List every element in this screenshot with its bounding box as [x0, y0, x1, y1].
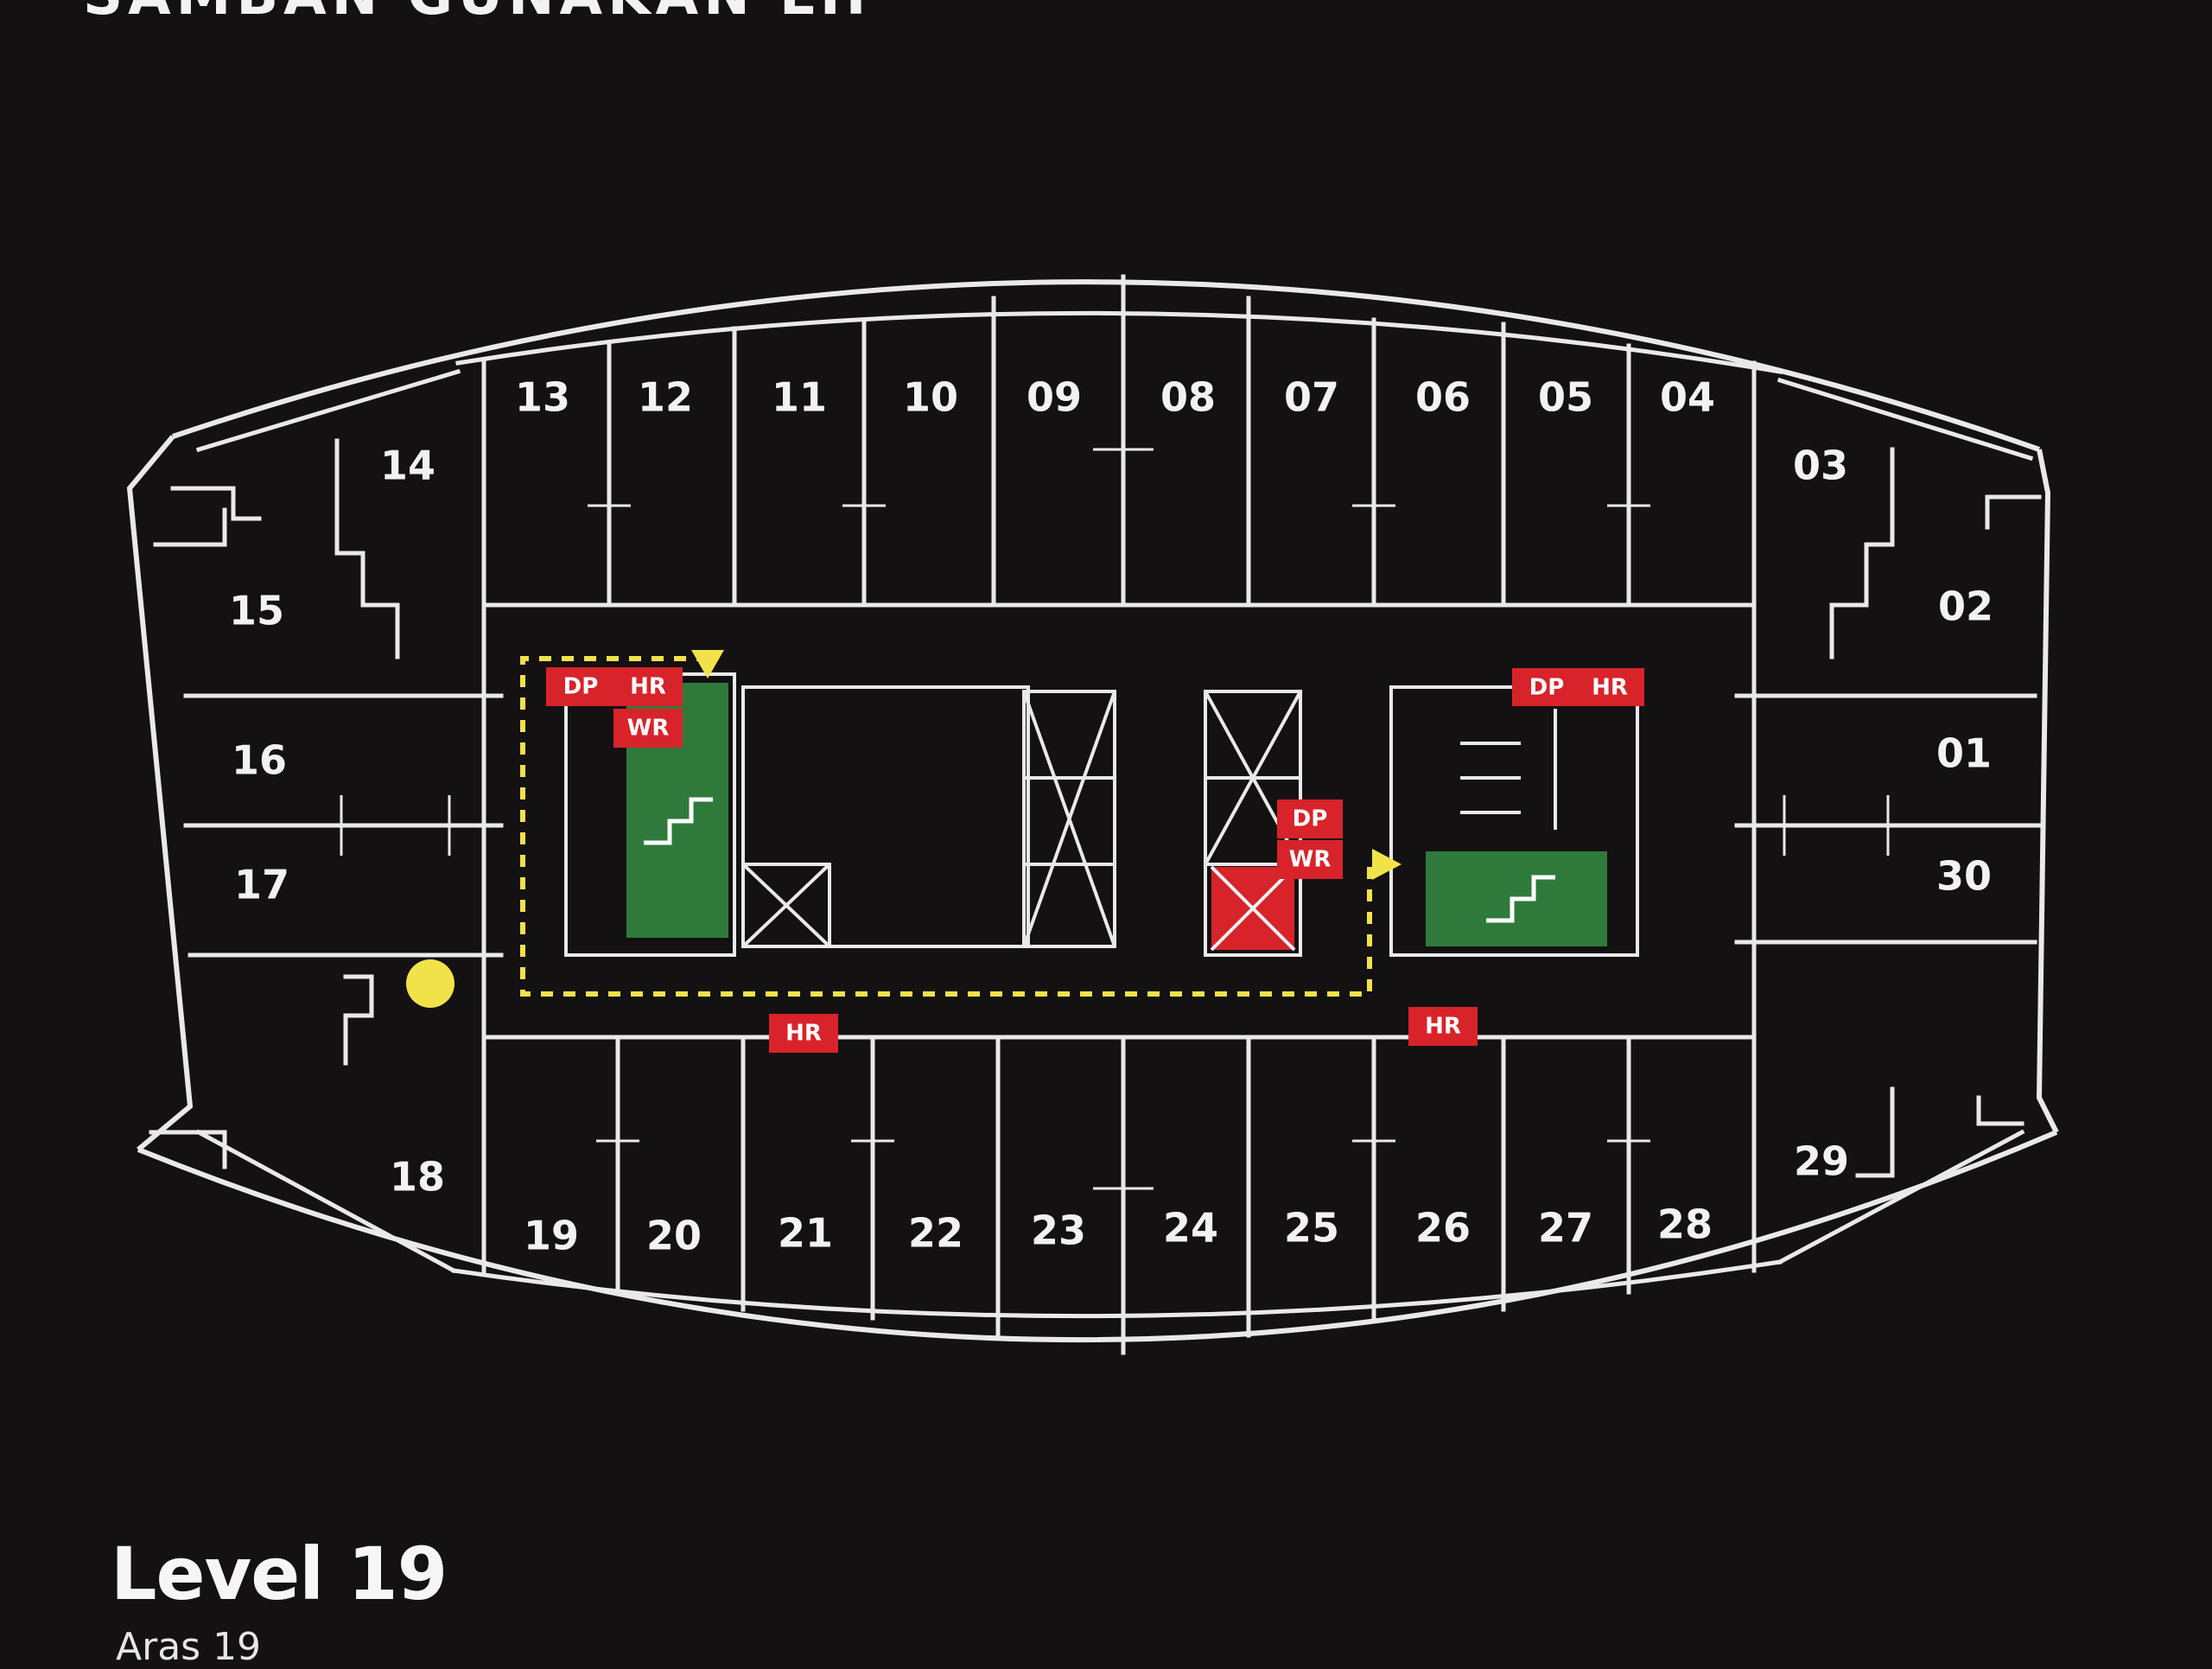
svg-text:WR: WR [627, 716, 670, 742]
you-are-here-icon [406, 959, 454, 1008]
room-18: 18 [390, 1154, 445, 1201]
room-30: 30 [1936, 853, 1992, 900]
svg-text:HR: HR [630, 674, 666, 700]
room-11: 11 [772, 374, 827, 421]
arrow-icon [691, 650, 724, 678]
svg-text:DP: DP [563, 674, 599, 700]
building-outline [126, 279, 2059, 1343]
room-23: 23 [1031, 1207, 1086, 1254]
room-05: 05 [1538, 374, 1593, 421]
room-04: 04 [1660, 374, 1715, 421]
tag-wr-lift: WR [1277, 840, 1343, 879]
room-19: 19 [524, 1213, 579, 1259]
header-title: SAMBAN GUNAKAN LIF [83, 0, 888, 28]
room-17: 17 [234, 862, 289, 908]
svg-text:HR: HR [1425, 1014, 1461, 1040]
tag-hr-south-east: HR [1408, 1007, 1478, 1046]
svg-text:DP: DP [1293, 806, 1328, 832]
room-21: 21 [778, 1210, 833, 1257]
room-03: 03 [1793, 443, 1848, 489]
room-07: 07 [1284, 374, 1339, 421]
room-25: 25 [1284, 1205, 1339, 1252]
room-14: 14 [380, 443, 435, 489]
tag-hr-west: HR [613, 667, 683, 706]
svg-text:WR: WR [1289, 847, 1332, 873]
svg-text:HR: HR [1592, 675, 1628, 701]
room-27: 27 [1538, 1205, 1593, 1252]
tag-dp-lift: DP [1277, 799, 1343, 838]
room-01: 01 [1936, 730, 1992, 777]
arrow-icon [1372, 849, 1402, 880]
tag-wr-west: WR [613, 709, 683, 748]
room-12: 12 [638, 374, 693, 421]
central-core [564, 672, 1639, 957]
evacuation-route [406, 650, 1402, 1008]
svg-text:DP: DP [1529, 675, 1565, 701]
room-06: 06 [1415, 374, 1471, 421]
room-20: 20 [646, 1213, 702, 1259]
left-wing [183, 438, 504, 1066]
room-22: 22 [908, 1210, 963, 1257]
room-15: 15 [229, 588, 284, 634]
room-08: 08 [1160, 374, 1216, 421]
room-09: 09 [1027, 374, 1082, 421]
floor-title: Level 19 [111, 1532, 448, 1616]
bottom-offices [481, 1035, 1757, 1355]
stairs-icon [644, 797, 713, 845]
stair-east [1426, 851, 1607, 946]
tag-dp-east: DP [1512, 668, 1581, 706]
room-16: 16 [232, 737, 287, 784]
room-29: 29 [1794, 1138, 1849, 1185]
tag-hr-east: HR [1575, 668, 1644, 706]
tag-dp-west: DP [546, 667, 615, 706]
room-28: 28 [1657, 1201, 1713, 1248]
room-26: 26 [1415, 1205, 1471, 1252]
room-02: 02 [1938, 583, 1993, 630]
tag-hr-south-west: HR [769, 1014, 838, 1053]
room-10: 10 [903, 374, 958, 421]
stairs-icon [1486, 875, 1555, 923]
room-24: 24 [1163, 1205, 1218, 1252]
top-offices [481, 274, 1757, 608]
floor-subtitle: Aras 19 [116, 1625, 262, 1669]
lift-alert [1210, 865, 1296, 952]
room-13: 13 [515, 374, 570, 421]
svg-text:HR: HR [785, 1021, 822, 1047]
right-wing [1734, 447, 2042, 1178]
